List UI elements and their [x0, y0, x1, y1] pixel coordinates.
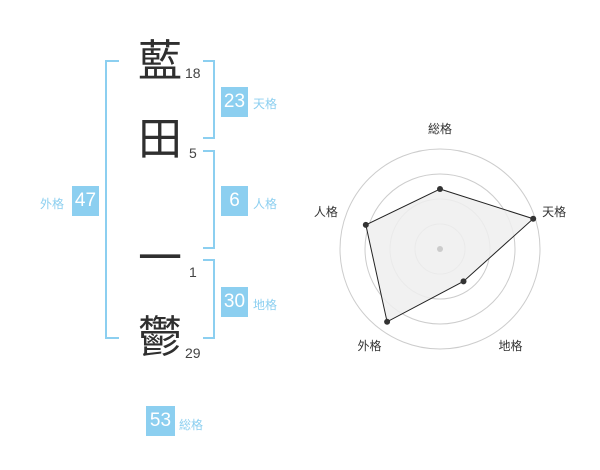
- radar-axis-label: 天格: [542, 204, 566, 219]
- name-char-4: 鬱: [138, 312, 182, 363]
- radar-point-1: [437, 186, 443, 192]
- radar-grid-ring: [339, 148, 541, 350]
- name-char-1: 藍: [138, 36, 182, 87]
- radar-series-polygon: [365, 188, 535, 323]
- soukaku-label: 総格: [179, 418, 204, 432]
- soukaku-value: 53: [146, 406, 175, 436]
- jinkaku-label: 人格: [253, 197, 278, 211]
- gaikaku-value: 47: [72, 186, 99, 216]
- tenkaku-value: 23: [221, 87, 248, 117]
- stroke-count-1: 18: [185, 65, 201, 81]
- name-char-2: 田: [138, 114, 182, 165]
- radar-axis-label: 総格: [428, 121, 452, 136]
- tenkaku-label: 天格: [253, 97, 278, 111]
- jinkaku-value: 6: [221, 186, 248, 216]
- stroke-count-4: 29: [185, 345, 201, 361]
- radar-point-2: [530, 215, 537, 222]
- radar-point-3: [460, 278, 467, 285]
- gaikaku-label: 外格: [40, 197, 65, 211]
- stroke-count-3: 1: [189, 264, 197, 280]
- radar-point-4: [384, 318, 391, 325]
- tenkaku-bracket: [203, 60, 215, 139]
- radar-center-dot: [437, 246, 443, 252]
- stroke-count-2: 5: [189, 145, 197, 161]
- name-char-3: 一: [138, 233, 182, 284]
- jinkaku-bracket: [203, 150, 215, 249]
- radar-axis-label: 外格: [357, 338, 381, 353]
- radar-grid-ring: [364, 173, 516, 325]
- chikaku-value: 30: [221, 287, 248, 317]
- chikaku-bracket: [203, 259, 215, 339]
- chikaku-label: 地格: [253, 298, 278, 312]
- radar-axis-label: 人格: [314, 204, 338, 219]
- radar-axis-label: 地格: [499, 338, 523, 353]
- radar-point-5: [362, 221, 369, 228]
- gaikaku-bracket: [105, 60, 119, 339]
